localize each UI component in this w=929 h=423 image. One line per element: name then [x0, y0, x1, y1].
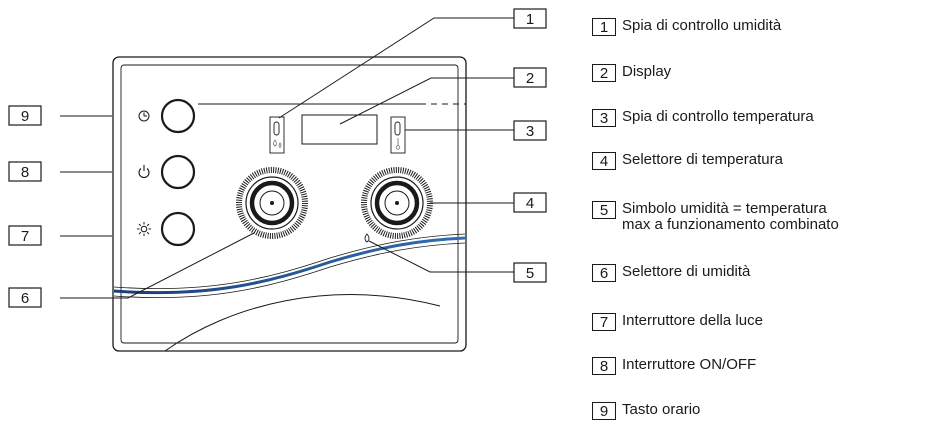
legend-item-number: 4	[592, 152, 616, 170]
legend-item-number: 9	[592, 402, 616, 420]
thermometer-icon	[395, 138, 401, 150]
legend-item-text: Interruttore ON/OFF	[622, 356, 757, 373]
legend-item-number: 1	[592, 18, 616, 36]
callout-4: 4	[513, 192, 547, 213]
temperature-indicator	[390, 116, 406, 154]
callout-4-number: 4	[526, 195, 534, 212]
panel-wave-line-top	[113, 233, 466, 290]
panel-inner-outline	[120, 64, 459, 344]
legend-item-text: Spia di controllo temperatura	[622, 108, 814, 125]
callout-9-number: 9	[21, 108, 29, 125]
callout-7-number: 7	[21, 228, 29, 245]
droplet-icon	[273, 139, 282, 149]
panel-lower-curve	[164, 294, 441, 352]
panel-wave-line-bottom	[113, 242, 466, 299]
legend-item-text: Tasto orario	[622, 401, 701, 418]
clock-icon	[138, 110, 150, 122]
power-button[interactable]	[160, 154, 196, 190]
humidity-selector-knob[interactable]	[236, 167, 308, 239]
legend-item-9: 9 Tasto orario	[592, 402, 700, 420]
callout-8: 8	[8, 161, 42, 182]
callout-1: 1	[513, 8, 547, 29]
callout-5: 5	[513, 262, 547, 283]
humidity-symbol-icon	[364, 233, 370, 243]
callout-1-number: 1	[526, 11, 534, 28]
panel-wave-band	[113, 236, 466, 295]
legend-item-text: Spia di controllo umidità	[622, 17, 782, 34]
display-screen	[301, 114, 378, 145]
legend-item-number: 2	[592, 64, 616, 82]
humidity-indicator	[269, 116, 285, 154]
legend-item-number: 5	[592, 201, 616, 219]
callout-6: 6	[8, 287, 42, 308]
legend-item-7: 7 Interruttore della luce	[592, 313, 763, 331]
sun-icon	[137, 222, 151, 236]
legend-item-2: 2 Display	[592, 64, 671, 82]
legend-item-5: 5 Simbolo umidità = temperatura max a fu…	[592, 201, 839, 233]
clock-button[interactable]	[160, 98, 196, 134]
legend-item-3: 3 Spia di controllo temperatura	[592, 109, 814, 127]
callout-3-number: 3	[526, 123, 534, 140]
legend-item-text: Display	[622, 63, 672, 80]
legend-item-text: Simbolo umidità = temperatura max a funz…	[622, 200, 839, 233]
callout-6-number: 6	[21, 290, 29, 307]
legend-item-6: 6 Selettore di umidità	[592, 264, 750, 282]
callout-9: 9	[8, 105, 42, 126]
legend-item-number: 7	[592, 313, 616, 331]
legend-item-number: 6	[592, 264, 616, 282]
callout-2-number: 2	[526, 70, 534, 87]
legend-item-text: Selettore di umidità	[622, 263, 751, 280]
callout-2: 2	[513, 67, 547, 88]
legend-item-number: 3	[592, 109, 616, 127]
power-icon	[138, 165, 150, 179]
legend-item-text: Interruttore della luce	[622, 312, 763, 329]
legend-item-1: 1 Spia di controllo umidità	[592, 18, 781, 36]
callout-8-number: 8	[21, 164, 29, 181]
callout-7: 7	[8, 225, 42, 246]
temperature-selector-knob[interactable]	[361, 167, 433, 239]
leader-lines	[60, 17, 514, 299]
legend-item-text: Selettore di temperatura	[622, 151, 783, 168]
callout-3: 3	[513, 120, 547, 141]
legend-item-4: 4 Selettore di temperatura	[592, 152, 783, 170]
light-button[interactable]	[160, 211, 196, 247]
callout-5-number: 5	[526, 265, 534, 282]
legend-item-number: 8	[592, 357, 616, 375]
legend-item-8: 8 Interruttore ON/OFF	[592, 357, 756, 375]
